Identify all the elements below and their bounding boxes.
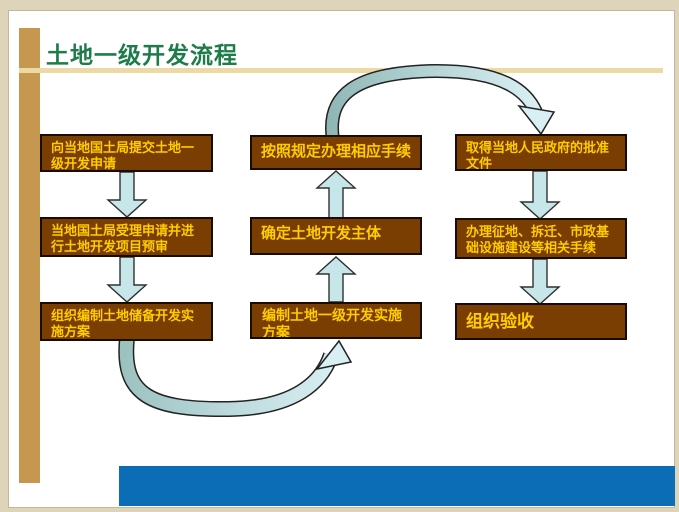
down-arrow-right-1 (519, 170, 561, 220)
curved-arrow-bottom (118, 337, 353, 418)
curved-arrow-top (325, 63, 556, 142)
flow-step-organize-acceptance: 组织验收 (455, 303, 627, 340)
flow-step-preliminary-review: 当地国土局受理申请并进行土地开发项目预审 (40, 217, 213, 257)
flow-step-implementation-plan: 编制土地一级开发实施方案 (250, 302, 422, 339)
flow-step-construction-procedures: 办理征地、拆迁、市政基础设施建设等相关手续 (455, 218, 627, 259)
footer-blue-bar (119, 466, 675, 506)
flow-step-handle-procedures: 按照规定办理相应手续 (250, 135, 422, 170)
page-title: 土地一级开发流程 (46, 42, 238, 68)
down-arrow-right-2 (519, 258, 561, 305)
up-arrow-middle-2 (315, 256, 357, 303)
down-arrow-left-2 (106, 256, 148, 303)
down-arrow-left-1 (106, 171, 148, 218)
flow-step-submit-application: 向当地国土局提交土地一级开发申请 (40, 134, 213, 172)
flow-step-determine-developer: 确定土地开发主体 (250, 217, 422, 255)
title-underline (19, 68, 663, 73)
flow-step-reserve-dev-plan: 组织编制土地储备开发实施方案 (40, 302, 213, 341)
left-accent-bar (19, 28, 40, 483)
flow-step-government-approval: 取得当地人民政府的批准文件 (455, 134, 627, 171)
up-arrow-middle-1 (315, 170, 357, 219)
